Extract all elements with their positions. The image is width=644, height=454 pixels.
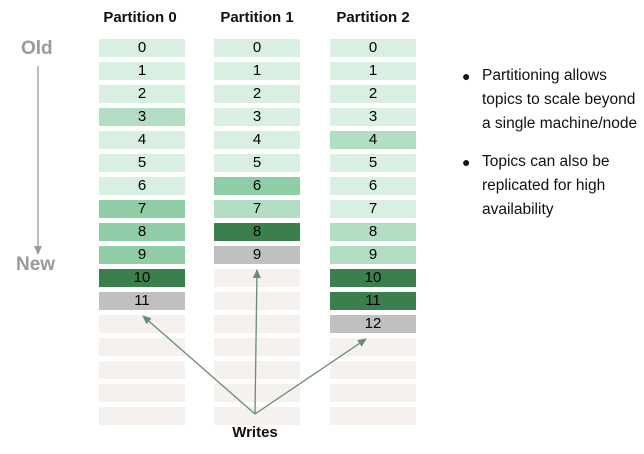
record-cell: 7 (329, 199, 417, 219)
record-cell: 4 (213, 130, 301, 150)
empty-slot (213, 406, 301, 426)
record-cell: 2 (329, 84, 417, 104)
record-cell: 1 (329, 61, 417, 81)
record-cell: 2 (98, 84, 186, 104)
record-cell: 3 (329, 107, 417, 127)
old-label: Old (21, 38, 53, 59)
record-cell: 11 (329, 291, 417, 311)
record-cell: 1 (213, 61, 301, 81)
record-cell: 5 (213, 153, 301, 173)
record-cell: 8 (98, 222, 186, 242)
empty-slot (98, 406, 186, 426)
record-cell: 4 (98, 130, 186, 150)
bullet-dot-icon: ● (462, 68, 471, 84)
bullet-list: ● Partitioning allows topics to scale bey… (458, 64, 644, 236)
record-cell: 6 (329, 176, 417, 196)
empty-slot (329, 337, 417, 357)
empty-slot (213, 360, 301, 380)
record-cell: 5 (98, 153, 186, 173)
partition-2-header: Partition 2 (336, 9, 410, 26)
bullet-item: ● Partitioning allows topics to scale bey… (458, 64, 644, 136)
pending-write-record: 9 (213, 245, 301, 265)
record-cell: 1 (98, 61, 186, 81)
record-cell: 10 (329, 268, 417, 288)
empty-slot (329, 360, 417, 380)
record-cell: 6 (213, 176, 301, 196)
record-cell: 8 (213, 222, 301, 242)
bullet-dot-icon: ● (462, 154, 471, 170)
record-cell: 3 (213, 107, 301, 127)
empty-slot (213, 268, 301, 288)
writes-label: Writes (232, 424, 278, 441)
record-cell: 9 (329, 245, 417, 265)
empty-slot (213, 337, 301, 357)
empty-slot (98, 337, 186, 357)
empty-slot (213, 291, 301, 311)
bullet-text-1: Topics can also be replicated for high a… (482, 153, 610, 218)
record-cell: 8 (329, 222, 417, 242)
record-cell: 3 (98, 107, 186, 127)
record-cell: 6 (98, 176, 186, 196)
empty-slot (98, 314, 186, 334)
partition-1-header: Partition 1 (220, 9, 294, 26)
record-cell: 2 (213, 84, 301, 104)
record-cell: 7 (98, 199, 186, 219)
new-label: New (16, 254, 56, 275)
pending-write-record: 11 (98, 291, 186, 311)
empty-slot (213, 383, 301, 403)
empty-slot (98, 360, 186, 380)
record-cell: 0 (98, 38, 186, 58)
record-cell: 9 (98, 245, 186, 265)
record-cell: 7 (213, 199, 301, 219)
empty-slot (213, 314, 301, 334)
bullet-text-0: Partitioning allows topics to scale beyo… (482, 67, 638, 132)
pending-write-record: 12 (329, 314, 417, 334)
record-cell: 0 (329, 38, 417, 58)
bullet-item: ● Topics can also be replicated for high … (458, 150, 644, 222)
record-cell: 5 (329, 153, 417, 173)
partition-0-header: Partition 0 (103, 9, 177, 26)
empty-slot (329, 383, 417, 403)
record-cell: 10 (98, 268, 186, 288)
empty-slot (329, 406, 417, 426)
record-cell: 4 (329, 130, 417, 150)
empty-slot (98, 383, 186, 403)
record-cell: 0 (213, 38, 301, 58)
